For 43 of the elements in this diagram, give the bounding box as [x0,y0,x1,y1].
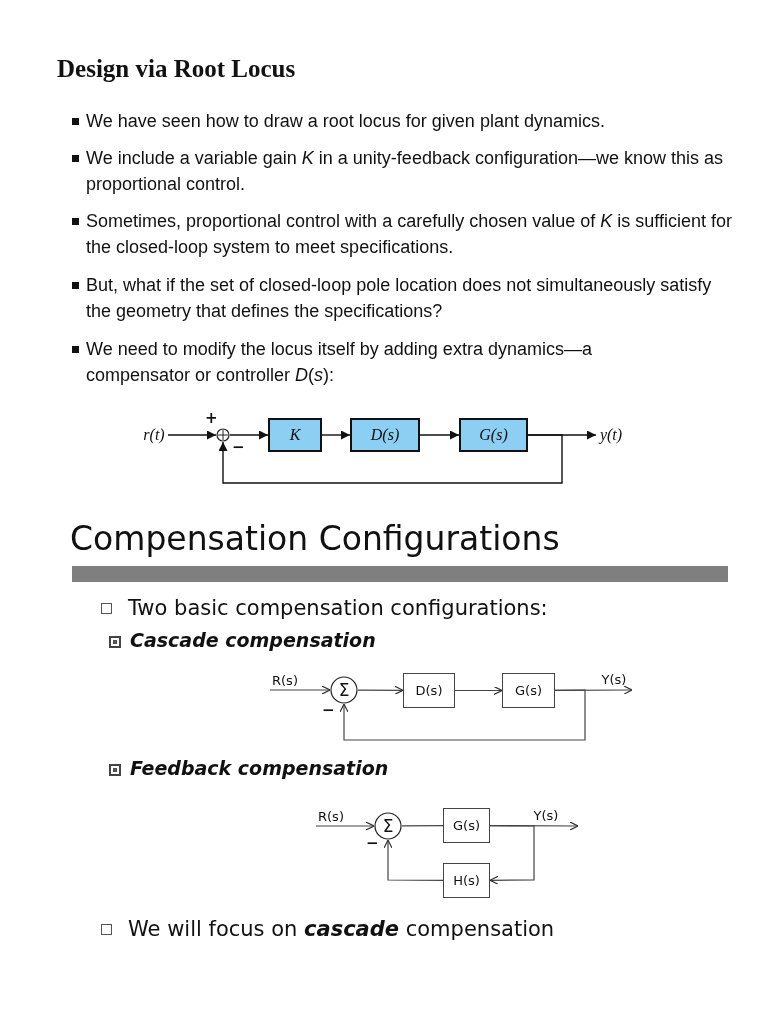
transfer-function-block: G(s) [459,418,528,452]
arrow [357,685,404,695]
arrow [229,430,269,440]
sign-label: − [232,440,245,455]
sign-label: − [322,703,335,718]
signal-label: R(s) [316,807,346,825]
bullet-text: We will focus on cascade compensation [128,916,556,943]
transfer-function-block: D(s) [403,673,455,708]
subheading: Feedback compensation [130,756,390,781]
signal-label: r(t) [140,425,168,445]
connector-line [401,825,444,827]
transfer-function-block: K [268,418,322,452]
arrow [269,685,331,695]
signal-label: Y(s) [528,805,564,825]
bullet-text: We include a variable gain K in a unity-feedback configuration—we know this as proportional control. [86,147,725,197]
summing-junction: Σ [374,812,402,840]
page-title: Design via Root Locus [57,55,296,83]
summing-junction: Σ [330,676,358,704]
summing-junction [216,428,230,442]
arrow [321,430,351,440]
sign-label: + [205,411,218,426]
bullet-text: We need to modify the locus itself by adding extra dynamics—a compensator or controller D(s): [86,338,593,388]
arrow [454,685,503,696]
signal-label: Y(s) [596,669,632,689]
transfer-function-block: H(s) [443,863,490,898]
signal-label: y(t) [596,425,626,445]
bullet-text: But, what if the set of closed-loop pole location does not simultaneously satisfy the geometry that defines the specifications? [86,274,713,324]
arrow [218,434,563,484]
bullet-text: Two basic compensation configurations: [128,595,549,622]
arrow [383,839,444,881]
bullet-text: We have seen how to draw a root locus for given plant dynamics. [86,110,606,133]
arrow [489,825,535,885]
section-heading: Compensation Configurations [70,518,561,560]
signal-label: R(s) [270,671,300,689]
arrow [315,821,375,831]
arrow [419,430,460,440]
arrow [339,689,586,741]
arrow [167,430,217,440]
bullet-text: Sometimes, proportional control with a carefully chosen value of K is sufficient for the closed-loop system to meet specifications. [86,210,733,260]
transfer-function-block: G(s) [443,808,490,843]
subheading: Cascade compensation [130,628,377,653]
transfer-function-block: G(s) [502,673,555,708]
transfer-function-block: D(s) [350,418,420,452]
